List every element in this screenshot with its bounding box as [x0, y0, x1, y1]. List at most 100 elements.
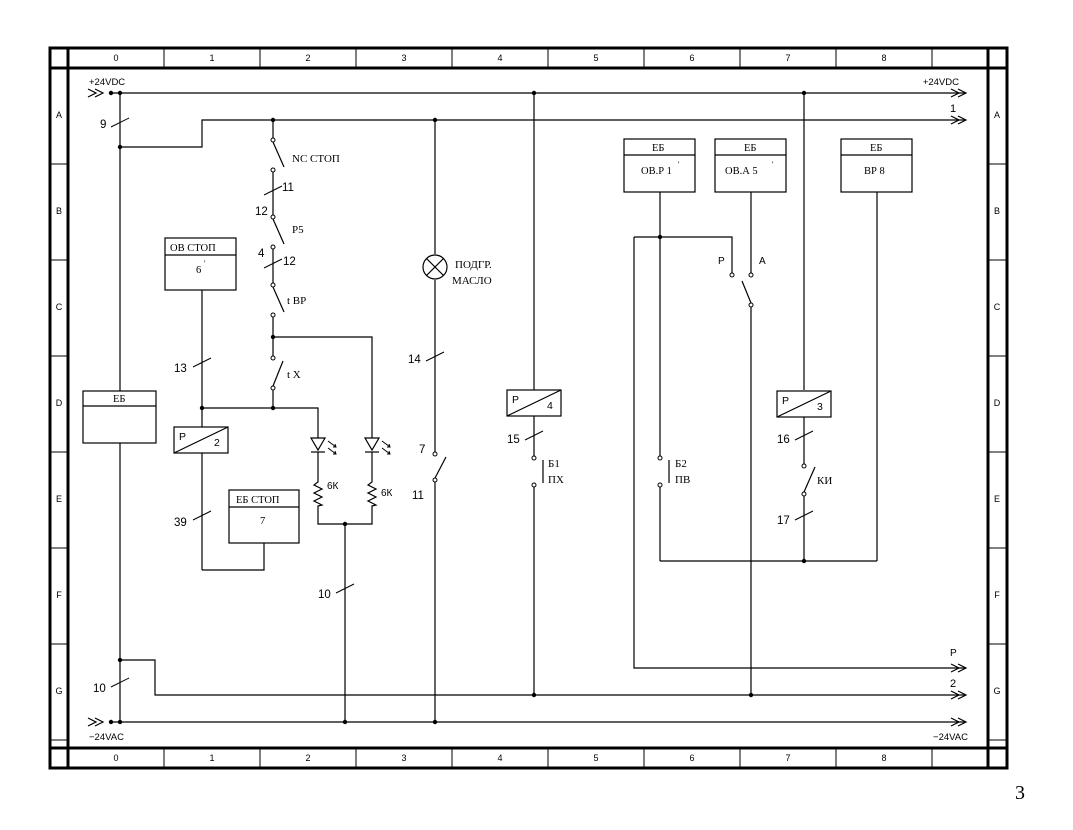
- wire-number: 39: [174, 517, 187, 529]
- wire-number: 12: [283, 256, 296, 268]
- contacts: [270, 137, 816, 497]
- eb-left-title: ЕБ: [113, 394, 125, 405]
- resistor-1: [312, 480, 324, 508]
- wire-number: 7: [419, 444, 425, 456]
- col-label: 5: [593, 53, 598, 63]
- row-label: F: [994, 590, 1000, 600]
- ova-box: [714, 138, 787, 193]
- switch-7-11: [432, 451, 447, 483]
- col-label: 1: [209, 53, 214, 63]
- ov-stop-prime: ': [204, 259, 206, 268]
- row-label: D: [994, 398, 1001, 408]
- row-label: B: [994, 206, 1000, 216]
- col-label: 6: [689, 753, 694, 763]
- contact-labels: NC СТОП P5 t ВР t Х Б1 ПХ Б2 ПВ КИ: [287, 153, 832, 487]
- column-labels-bottom: 0 1 2 3 4 5 6 7 8: [113, 753, 886, 763]
- resistor-labels: 6К 6К: [327, 481, 393, 499]
- col-label: 7: [785, 753, 790, 763]
- lamp-label-line2: МАСЛО: [452, 275, 492, 287]
- relay-labels: P 2 P 4 P 3: [179, 394, 823, 449]
- col-label: 5: [593, 753, 598, 763]
- wire-ticks: [110, 117, 814, 688]
- t-vr-label: t ВР: [287, 295, 306, 307]
- ova-title: ЕБ: [744, 143, 756, 154]
- rail-label-top-right: +24VDC: [923, 77, 959, 88]
- row-label: E: [994, 494, 1000, 504]
- eb-stop-title: ЕБ СТОП: [236, 495, 280, 506]
- ovp-body: ОВ.Р 1: [641, 166, 672, 177]
- column-labels-top: 0 1 2 3 4 5 6 7 8: [113, 53, 886, 63]
- wiring: [119, 93, 878, 722]
- b1-label-top: Б1: [548, 458, 560, 470]
- b2-label-top: Б2: [675, 458, 687, 470]
- lamp-label-line1: ПОДГР.: [455, 259, 492, 271]
- ovp-box: [623, 138, 696, 193]
- wire-number: 17: [777, 515, 790, 527]
- eb-left-box: [82, 390, 157, 444]
- rail-label-bottom-right: −24VAC: [933, 732, 968, 743]
- rail-label-top-left: +24VDC: [89, 77, 125, 88]
- resistor-2: [366, 480, 378, 508]
- col-label: 8: [881, 53, 886, 63]
- relay-2-number: 2: [214, 437, 220, 449]
- ki-label: КИ: [817, 475, 832, 487]
- changeover-switch: [729, 272, 754, 308]
- row-label: G: [993, 686, 1000, 696]
- wire-number: 10: [318, 589, 331, 601]
- b1-contact: [531, 455, 544, 488]
- wire-number: 10: [93, 683, 106, 695]
- row-label: G: [55, 686, 62, 696]
- row-label: C: [994, 302, 1001, 312]
- col-label: 3: [401, 53, 406, 63]
- led-1: [309, 437, 337, 455]
- relay-coil-4: [506, 389, 562, 417]
- wire-number: 9: [100, 119, 106, 131]
- t-x-label: t Х: [287, 369, 301, 381]
- relay-3-letter: P: [782, 395, 789, 407]
- ova-body: ОВ.А 5: [725, 166, 758, 177]
- eb-stop-box: [228, 489, 300, 544]
- col-label: 2: [305, 753, 310, 763]
- col-label: 2: [305, 53, 310, 63]
- ov-stop-box: [164, 237, 237, 291]
- row-label: A: [994, 110, 1000, 120]
- wire-numbers: 9 11 12 4 12 13 14 7 11 15 16 17 39 10 1…: [93, 119, 790, 695]
- relay-2-letter: P: [179, 431, 186, 443]
- row-label: C: [56, 302, 63, 312]
- switch-labels: P A: [718, 256, 766, 267]
- led-2: [363, 437, 391, 455]
- wire-number: 11: [412, 490, 424, 502]
- wire-number: 14: [408, 354, 421, 366]
- wire-number: 16: [777, 434, 790, 446]
- eb-stop-number: 7: [260, 516, 265, 527]
- row-label: A: [56, 110, 62, 120]
- row-label: E: [56, 494, 62, 504]
- wire-number: 13: [174, 363, 187, 375]
- vr8-body: ВР 8: [864, 166, 885, 177]
- line-label-2: 2: [950, 678, 956, 690]
- wire-number: 4: [258, 248, 265, 260]
- rail-label-bottom-left: −24VAC: [89, 732, 124, 743]
- t-x-contact: [270, 355, 284, 391]
- p5-contact: [270, 214, 285, 250]
- col-label: 7: [785, 53, 790, 63]
- relay-3-number: 3: [817, 401, 823, 413]
- ova-prime: ': [772, 160, 774, 169]
- page-number: 3: [1015, 782, 1025, 804]
- col-label: 0: [113, 753, 118, 763]
- nc-stop-label: NC СТОП: [292, 153, 340, 165]
- vr8-box: [840, 138, 913, 193]
- t-vr-contact: [270, 282, 285, 318]
- line-label-1: 1: [950, 103, 956, 115]
- col-label: 6: [689, 53, 694, 63]
- ov-stop-number: 6: [196, 265, 201, 276]
- relay-coil-3: [776, 390, 832, 418]
- b2-label-bottom: ПВ: [675, 474, 690, 486]
- p5-label: P5: [292, 224, 304, 236]
- row-label: D: [56, 398, 63, 408]
- switch-p-label: P: [718, 256, 725, 267]
- vr8-title: ЕБ: [870, 143, 882, 154]
- ovp-title: ЕБ: [652, 143, 664, 154]
- ki-contact: [801, 463, 816, 497]
- wire-number: 12: [255, 206, 268, 218]
